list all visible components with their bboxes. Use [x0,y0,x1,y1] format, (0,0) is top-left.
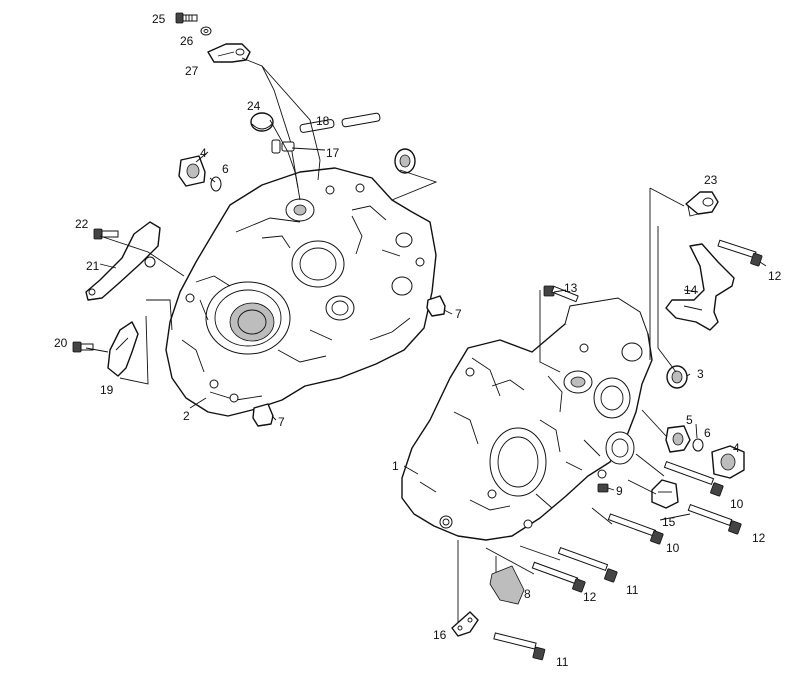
callout-10-upper: 10 [730,497,744,511]
left-crankcase-half [165,167,437,417]
callout-6-lower: 6 [704,426,711,440]
callout-4-upper: 4 [200,146,207,160]
bush-7-right [426,295,446,317]
callout-15: 15 [662,515,676,529]
o-ring-6-lower [692,438,704,452]
bolt-10-upper [663,460,724,497]
callout-11-upper: 11 [626,583,639,597]
callout-1: 1 [392,459,399,473]
callout-13: 13 [564,281,578,295]
bush-4-lower [711,445,745,479]
callout-14: 14 [684,283,698,297]
callout-27: 27 [185,64,199,78]
callout-12-lower: 12 [583,590,597,604]
callout-labels: 25 26 27 24 18 17 4 6 22 21 20 19 2 7 7 … [54,12,782,669]
bolt-12-upper [717,239,763,267]
callout-8: 8 [524,587,531,601]
sensor-15 [651,479,679,509]
callout-21: 21 [86,259,100,273]
callout-10-lower: 10 [666,541,680,555]
callout-7-lower: 7 [278,415,285,429]
pad-8 [489,565,525,605]
screw-20 [72,341,94,353]
oil-pipe [241,57,301,201]
bearing-5 [665,425,691,453]
clamp-23 [685,191,719,217]
callout-22: 22 [75,217,89,231]
bush-7-lower [252,403,274,427]
dowel-pins-18 [299,112,381,133]
fitting-17 [271,139,295,154]
callout-11-lower: 11 [556,655,569,669]
callout-2: 2 [183,409,190,423]
seal-3 [666,365,688,389]
callout-24: 24 [247,99,261,113]
pawl-19 [107,321,139,377]
callout-12-upper: 12 [768,269,782,283]
callout-7-right: 7 [455,307,462,321]
callout-12-middle: 12 [752,531,766,545]
right-crankcase-half [401,297,653,541]
callout-9: 9 [616,484,623,498]
bolt-12-lower [531,561,586,593]
o-ring-6-upper [210,176,222,192]
callout-4-lower: 4 [733,441,740,455]
callout-5: 5 [686,413,693,427]
callout-25: 25 [152,12,166,26]
bracket-27 [207,43,251,63]
callout-3: 3 [697,367,704,381]
lever-21 [85,221,161,301]
bolt-10-lower [607,513,664,545]
callout-18: 18 [316,114,330,128]
screw-25 [175,12,198,24]
callout-23: 23 [704,173,718,187]
callout-26: 26 [180,34,194,48]
bracket-14 [665,243,735,331]
bolt-13 [543,285,579,303]
seal-3-upper [394,148,416,174]
callout-19: 19 [100,383,114,397]
bush-4-upper [178,155,206,187]
bolt-11-lower [493,632,546,661]
plate-16 [451,611,479,637]
screw-22 [93,228,119,240]
cap-24 [250,112,274,132]
callout-17: 17 [326,146,340,160]
leader-lines [85,65,767,622]
callout-16: 16 [433,628,447,642]
callout-6-upper: 6 [222,162,229,176]
callout-20: 20 [54,336,68,350]
washer-26 [200,26,212,36]
bolt-12-middle [687,504,742,535]
block-9 [597,483,609,493]
bolt-11-upper [557,546,618,583]
